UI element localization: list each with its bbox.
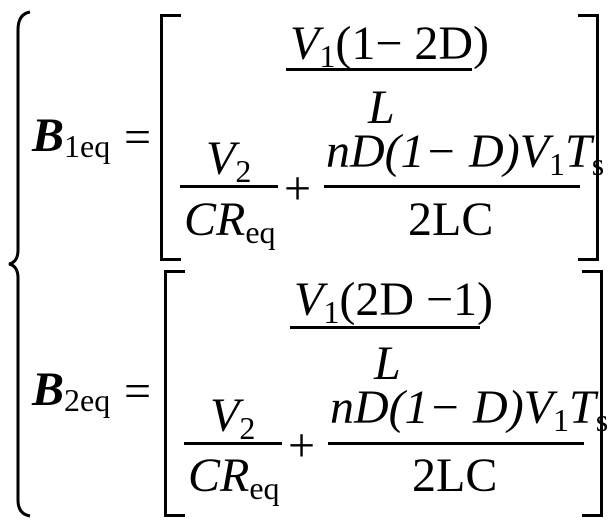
equals-sign: =: [124, 365, 152, 418]
lhs-b1eq: B1eq: [32, 109, 111, 164]
fraction-line: [324, 185, 580, 188]
fraction-line: [286, 68, 472, 71]
row1-denominator: L: [374, 337, 401, 390]
plus-sign: +: [284, 162, 312, 215]
right-bracket: [578, 14, 599, 261]
row2-term2-numerator: nD(1− D)V1Ts: [326, 125, 605, 182]
row2-term1-denominator: CReq: [184, 193, 276, 250]
lhs-b2eq: B2eq: [32, 363, 111, 418]
row1-numerator: V1(1− 2D): [290, 17, 490, 74]
left-bracket: [164, 270, 185, 517]
plus-sign: +: [288, 419, 316, 472]
equals-sign: =: [124, 111, 152, 164]
fraction-line: [184, 442, 282, 445]
row2-term1-numerator: V2: [206, 132, 252, 189]
row1-numerator: V1(2D −1): [294, 273, 494, 330]
left-curly-brace: [8, 10, 31, 518]
left-bracket: [160, 14, 181, 261]
row2-term1-numerator: V2: [210, 389, 256, 446]
fraction-line: [180, 185, 278, 188]
row2-term2-numerator: nD(1− D)V1Ts: [330, 381, 609, 438]
row2-term2-denominator: 2LC: [412, 449, 498, 502]
fraction-line: [290, 326, 480, 329]
row2-term1-denominator: CReq: [188, 449, 280, 506]
row1-denominator: L: [368, 81, 395, 134]
row2-term2-denominator: 2LC: [408, 193, 494, 246]
right-bracket: [582, 270, 603, 517]
fraction-line: [328, 442, 584, 445]
